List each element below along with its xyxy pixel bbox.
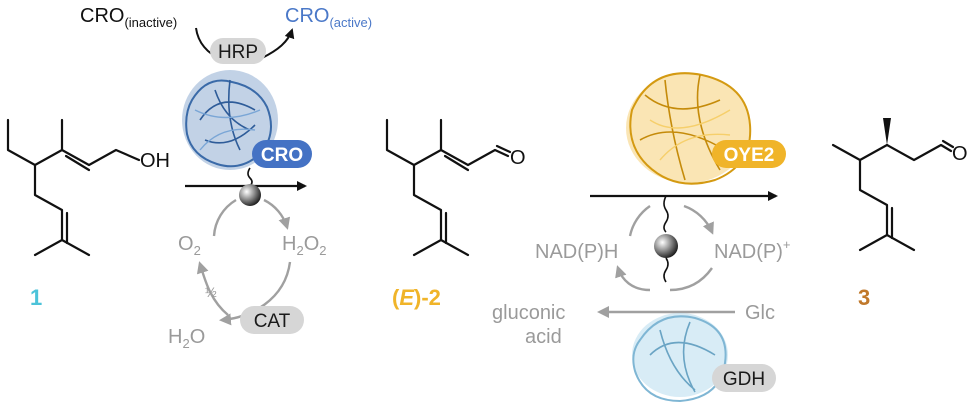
gdh-label: GDH	[723, 369, 765, 390]
cat-label: CAT	[254, 311, 291, 332]
o2-cycle-arc-right	[263, 198, 291, 230]
oye2-badge	[712, 140, 786, 168]
cro-linker	[247, 167, 253, 187]
cro-inactive-label: CRO(inactive)	[80, 5, 177, 30]
compound-2-structure: O	[385, 118, 526, 257]
aldehyde-o-label-1: O	[510, 147, 526, 169]
cat-badge	[240, 306, 304, 334]
nad-cycle-arc-right	[683, 204, 714, 235]
gdh-protein-icon	[632, 313, 728, 403]
h2o-label: H2O	[168, 326, 205, 351]
oh-label: OH	[140, 150, 170, 172]
h2o2-label: H2O2	[282, 233, 326, 258]
glc-label: Glc	[745, 302, 775, 324]
nadph-label: NAD(P)H	[535, 241, 618, 263]
o2-cycle-arc-left	[212, 198, 237, 237]
sphere-linker-icon	[654, 234, 678, 258]
nad-cycle-arc-bottom-right	[669, 267, 713, 292]
compound-1-label: 1	[30, 285, 42, 310]
sphere-linker-icon	[239, 184, 261, 206]
nad-cycle-arc-bottom-left	[615, 265, 651, 292]
cro-badge-label: CRO	[261, 145, 303, 166]
hrp-badge	[210, 38, 266, 64]
aldehyde-o-label-2: O	[952, 143, 968, 165]
acid-label: acid	[525, 326, 562, 348]
gdh-badge	[712, 364, 776, 392]
cro-active-label: CRO(active)	[285, 5, 372, 30]
compound-3-structure: O	[831, 118, 968, 252]
oye2-badge-label: OYE2	[724, 145, 775, 166]
cro-badge	[252, 140, 312, 168]
gdh-linker	[663, 257, 669, 283]
cat-arc-o2	[196, 261, 229, 316]
nad-cycle-arc-left	[628, 205, 651, 237]
nadp-label: NAD(P)+	[714, 237, 790, 263]
cat-arc-h2o	[219, 261, 292, 326]
half-label: ½	[205, 284, 217, 300]
wedge-bond	[883, 118, 891, 145]
compound-3-label: 3	[858, 285, 870, 310]
oye2-linker	[663, 195, 669, 233]
gluconic-label: gluconic	[492, 302, 565, 324]
compound-2-label: (E)-2	[392, 285, 441, 310]
hrp-label: HRP	[218, 42, 258, 63]
o2-label: O2	[178, 233, 201, 258]
compound-1-structure: OH	[6, 118, 170, 257]
